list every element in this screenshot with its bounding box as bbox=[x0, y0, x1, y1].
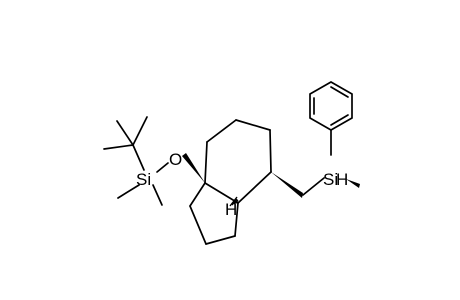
bond-si-methyl-lower-left bbox=[117, 184, 140, 199]
phenyl-ring bbox=[309, 81, 353, 131]
bond-si-o bbox=[156, 162, 169, 173]
wedge-si-methyl bbox=[346, 179, 360, 188]
bond-c5-c6 bbox=[235, 119, 271, 131]
wedge-c7-ch2 bbox=[271, 172, 303, 198]
wedge-c3a-o bbox=[182, 153, 205, 183]
bond-si-methyl-lower-right bbox=[152, 184, 163, 206]
bond-tbu-methyl-top-left bbox=[116, 120, 134, 146]
bond-c4-c5 bbox=[206, 119, 237, 143]
stereo-wedges bbox=[182, 153, 360, 198]
bond-tbu-methyl-left bbox=[103, 144, 134, 150]
atom-label-tbs-silicon: Si bbox=[136, 170, 151, 189]
bond-c7-c7a bbox=[237, 171, 272, 204]
bonds bbox=[103, 116, 332, 245]
bond-ch2-si bbox=[302, 177, 325, 196]
bond-c7a-c3a bbox=[204, 182, 239, 204]
atom-label-silyl-silicon: Si bbox=[323, 170, 338, 189]
atom-labels: O Si Si H H bbox=[136, 150, 348, 219]
atom-label-oxygen: O bbox=[169, 150, 182, 169]
bond-tbu-si bbox=[132, 144, 145, 171]
bond-c1-c7a bbox=[234, 202, 239, 237]
bond-c3a-c3 bbox=[189, 182, 206, 207]
stereo-hash-c7a-h bbox=[229, 196, 239, 207]
bond-tbu-methyl-top-right bbox=[132, 116, 148, 146]
bond-c3a-c4 bbox=[204, 141, 208, 184]
bond-c2-c1 bbox=[205, 235, 236, 245]
bond-c3-c2 bbox=[189, 205, 207, 245]
atom-label-ring-junction-hydrogen: H bbox=[225, 200, 237, 219]
atom-label-silyl-hydrogen: H bbox=[336, 170, 348, 189]
bond-c6-c7 bbox=[269, 129, 272, 173]
